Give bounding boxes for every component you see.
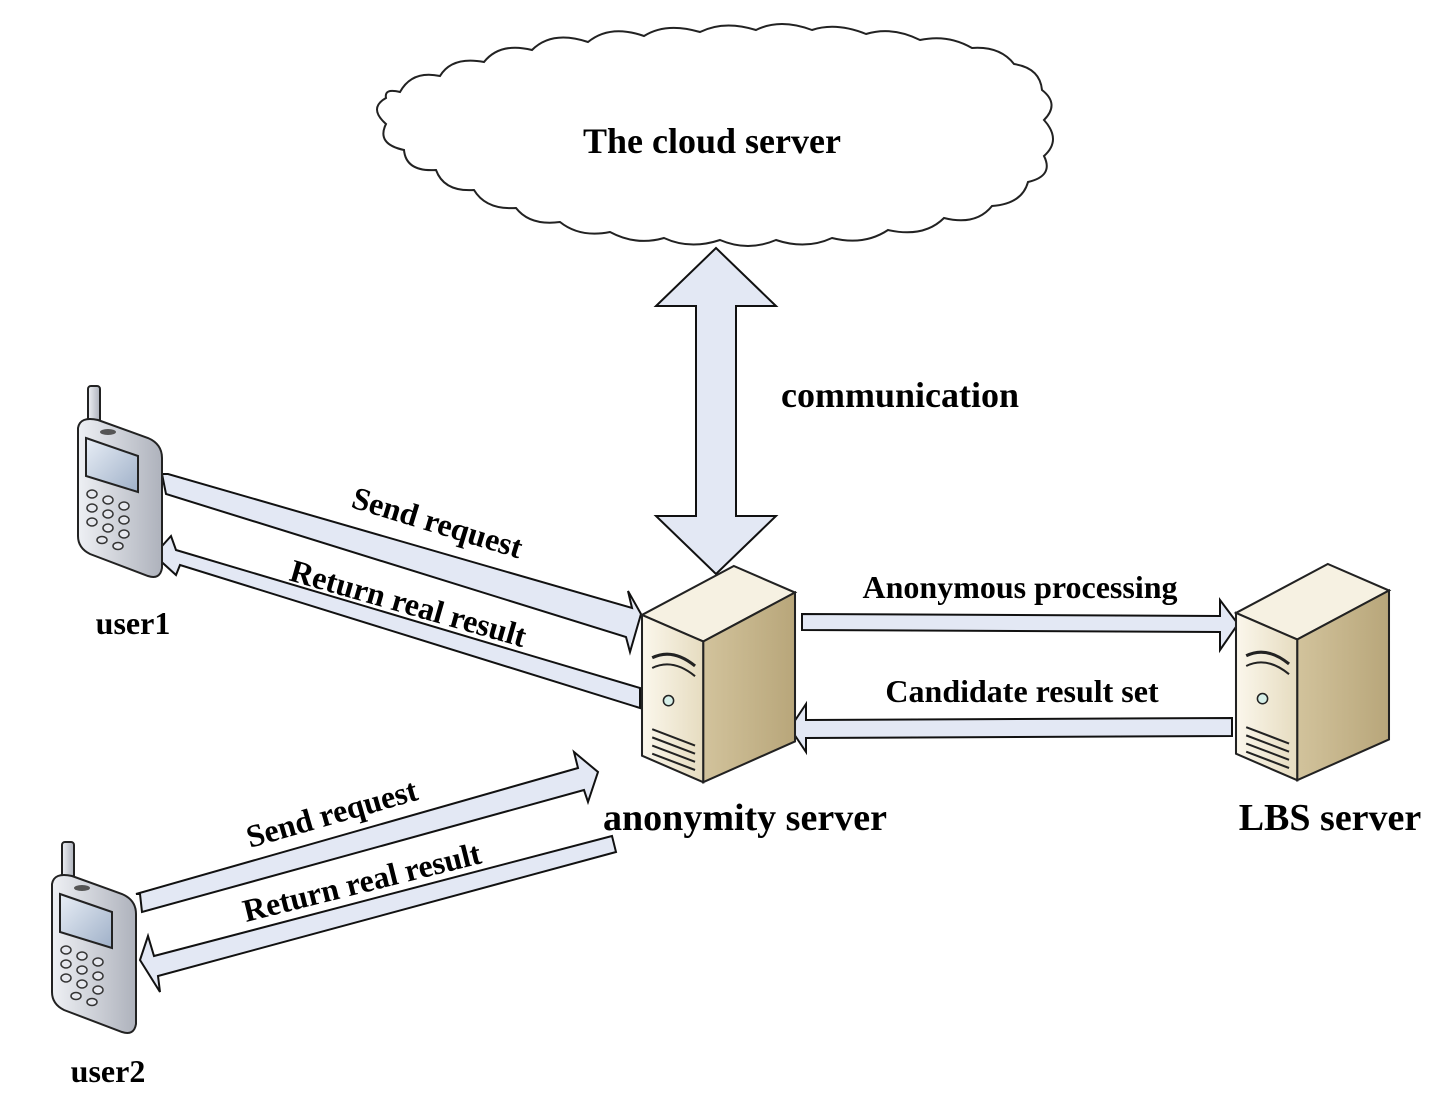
lbs-server-icon bbox=[1234, 562, 1391, 782]
user2-send-request-arrow bbox=[135, 749, 600, 914]
cloud-server-shape bbox=[376, 23, 1054, 247]
cloud-server-label: The cloud server bbox=[583, 121, 841, 161]
candidate-result-set-label: Candidate result set bbox=[885, 673, 1159, 709]
candidate-result-set-arrow bbox=[788, 700, 1233, 756]
lbs-server-label: LBS server bbox=[1239, 797, 1422, 839]
user1-label: user1 bbox=[96, 605, 171, 641]
user1-phone-icon bbox=[77, 385, 163, 578]
user1-return-result-arrow bbox=[152, 534, 641, 710]
anonymity-server-label: anonymity server bbox=[603, 797, 887, 839]
user2-label: user2 bbox=[71, 1053, 146, 1089]
communication-arrow bbox=[653, 246, 779, 576]
anonymous-processing-arrow bbox=[801, 597, 1240, 654]
user2-return-result-arrow bbox=[138, 834, 618, 993]
communication-label: communication bbox=[781, 375, 1019, 415]
anonymity-server-icon bbox=[640, 564, 797, 784]
user2-phone-icon bbox=[51, 841, 137, 1034]
anonymous-processing-label: Anonymous processing bbox=[862, 569, 1177, 605]
